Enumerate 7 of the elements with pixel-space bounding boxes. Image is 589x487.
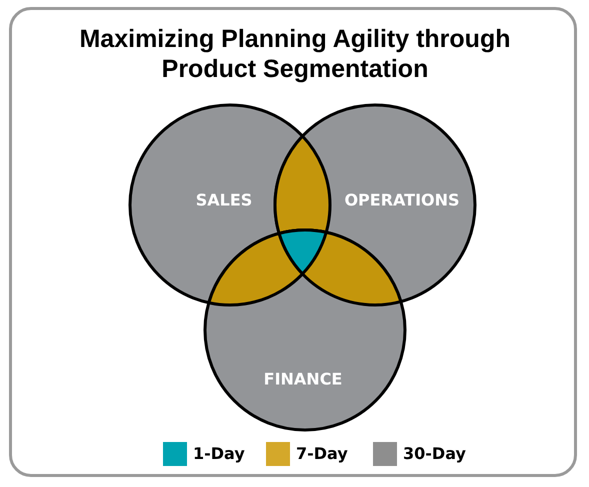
circle-label: SALES [196,190,252,210]
legend-label: 7-Day [296,444,348,463]
circle-label: FINANCE [264,370,342,388]
legend-label: 1-Day [193,444,245,463]
circle-label: OPERATIONS [344,190,460,210]
title: Maximizing Planning Agility through Product Segmentation [78,24,512,84]
legend-label: 30-Day [403,444,466,463]
